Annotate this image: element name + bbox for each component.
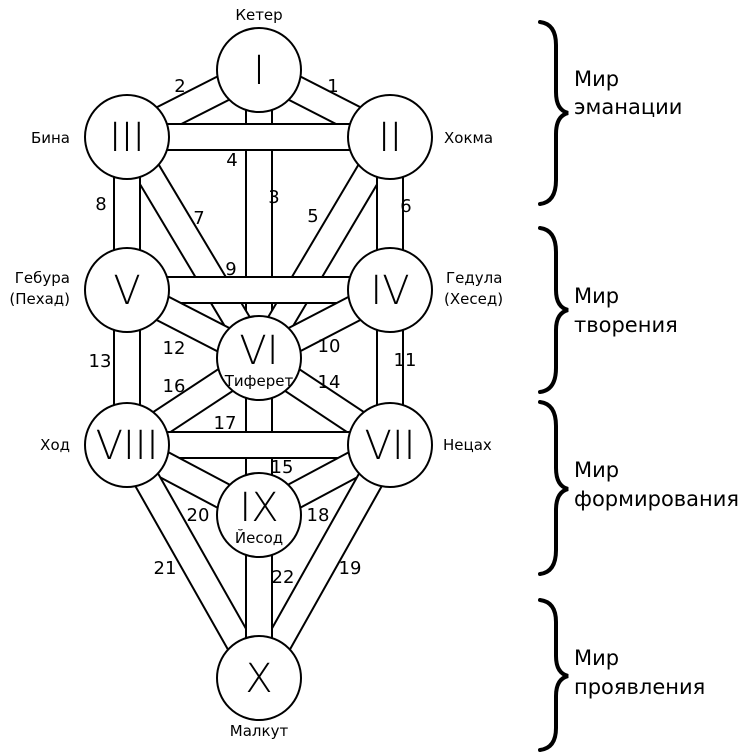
sefira-name-netsah: Нецах — [443, 436, 492, 454]
sefira-circle — [347, 402, 433, 488]
world-formation-line1: Мир — [574, 458, 619, 482]
sefira-vii: VII — [347, 402, 433, 488]
path-number-16: 16 — [163, 376, 186, 397]
path-number-10: 10 — [318, 336, 341, 357]
world-manifestation-line1: Мир — [574, 646, 619, 670]
sefira-numeral: VI — [239, 328, 278, 374]
sefira-viii: VIII — [84, 402, 170, 488]
sefira-v: V — [84, 247, 170, 333]
sefira-name-malkut: Малкут — [230, 722, 289, 740]
sefira-iii: III — [84, 94, 170, 180]
world-creation-line2: творения — [574, 313, 678, 337]
path-number-19: 19 — [339, 558, 362, 579]
sefira-numeral: IX — [239, 485, 278, 531]
path-number-14: 14 — [318, 372, 341, 393]
path-number-1: 1 — [327, 76, 338, 97]
world-manifestation-line2: проявления — [574, 675, 705, 699]
sefira-circle — [84, 402, 170, 488]
path-3 — [245, 69, 273, 359]
path-number-7: 7 — [193, 208, 204, 229]
sefira-name-hokma: Хокма — [444, 129, 493, 147]
sefira-ii: II — [347, 94, 433, 180]
brace-emanation — [538, 20, 569, 206]
sefira-circle — [84, 247, 170, 333]
sefira-iv: IV — [347, 247, 433, 333]
sefira-name-hesed: (Хесед) — [444, 290, 503, 308]
sefira-name-pehad: (Пехад) — [9, 290, 70, 308]
sefira-circle — [216, 315, 302, 401]
sefira-circle — [216, 472, 302, 558]
path-number-17: 17 — [214, 413, 237, 434]
sefira-circle — [84, 94, 170, 180]
sefira-numeral: VIII — [96, 423, 159, 469]
world-formation-line2: формирования — [574, 487, 739, 511]
sefira-name-hod: Ход — [40, 436, 70, 454]
brace-manifestation — [538, 598, 569, 752]
sefira-numeral: VII — [365, 423, 416, 469]
sefira-circle — [347, 247, 433, 333]
path-number-9: 9 — [225, 259, 236, 280]
path-number-11: 11 — [394, 350, 417, 371]
sefira-inner-name: Тиферет — [224, 372, 294, 390]
path-number-4: 4 — [226, 150, 237, 171]
path-number-3: 3 — [268, 187, 279, 208]
path-number-15: 15 — [271, 457, 294, 478]
sefira-numeral: II — [378, 115, 402, 161]
sefira-name-gebura: Гебура — [15, 269, 70, 287]
sefira-numeral: III — [109, 115, 144, 161]
sefira-circle — [216, 635, 302, 721]
sefira-circle — [216, 27, 302, 113]
sefira-inner-name: Йесод — [235, 528, 283, 547]
path-number-8: 8 — [95, 194, 106, 215]
brace-formation — [538, 400, 569, 576]
path-number-13: 13 — [89, 351, 112, 372]
sefira-numeral: IV — [370, 268, 409, 314]
sefira-numeral: V — [113, 268, 140, 314]
world-emanation-line2: эманации — [574, 95, 682, 119]
path-number-22: 22 — [272, 567, 295, 588]
sefira-x: X — [216, 635, 302, 721]
sefira-name-gedula: Гедула — [446, 269, 502, 287]
sefira-circle — [347, 94, 433, 180]
path-number-2: 2 — [174, 76, 185, 97]
path-number-6: 6 — [400, 196, 411, 217]
sefira-name-keter: Кетер — [235, 6, 282, 24]
path-number-20: 20 — [187, 505, 210, 526]
brace-creation — [538, 226, 569, 394]
sefira-numeral: I — [253, 48, 265, 94]
sefira-name-bina: Бина — [31, 129, 70, 147]
path-number-21: 21 — [154, 558, 177, 579]
world-creation-line1: Мир — [574, 284, 619, 308]
sefira-i: I — [216, 27, 302, 113]
path-number-18: 18 — [307, 505, 330, 526]
sefira-numeral: X — [245, 656, 272, 702]
path-number-5: 5 — [307, 206, 318, 227]
world-emanation-line1: Мир — [574, 67, 619, 91]
path-number-12: 12 — [163, 338, 186, 359]
